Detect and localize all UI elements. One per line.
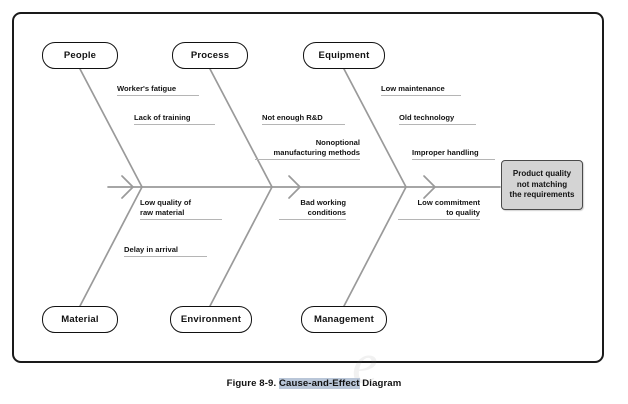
category-box-material[interactable]: Material (42, 306, 118, 333)
cause-low-commitment-to-quality[interactable]: Low commitment to quality (398, 198, 480, 220)
category-label-management: Management (313, 314, 375, 325)
category-box-management[interactable]: Management (301, 306, 387, 333)
caption-highlighted-text: Cause-and-Effect (279, 378, 360, 389)
cause-nonoptional-methods[interactable]: Nonoptional manufacturing methods (255, 138, 360, 160)
cause-old-technology[interactable]: Old technology (399, 113, 476, 125)
category-label-material: Material (61, 314, 99, 325)
effect-line-2: not matching (516, 179, 568, 189)
category-box-people[interactable]: People (42, 42, 118, 69)
category-label-process: Process (190, 50, 230, 61)
cause-low-maintenance[interactable]: Low maintenance (381, 84, 461, 96)
category-box-equipment[interactable]: Equipment (303, 42, 385, 69)
cause-not-enough-rd[interactable]: Not enough R&D (262, 113, 345, 125)
category-box-process[interactable]: Process (172, 42, 248, 69)
category-box-environment[interactable]: Environment (170, 306, 252, 333)
caption-suffix: Diagram (359, 378, 402, 389)
caption-prefix: Figure 8-9. (226, 378, 280, 389)
cause-lack-of-training[interactable]: Lack of training (134, 113, 215, 125)
effect-box[interactable]: Product quality not matching the require… (501, 160, 583, 210)
cause-low-quality-raw-material[interactable]: Low quality of raw material (140, 198, 222, 220)
category-label-people: People (63, 50, 97, 61)
figure-caption: Figure 8-9. Cause-and-Effect Diagram (0, 378, 628, 389)
effect-line-1: Product quality (512, 169, 572, 179)
effect-line-3: the requirements (509, 190, 575, 200)
cause-workers-fatigue[interactable]: Worker's fatigue (117, 84, 199, 96)
cause-delay-in-arrival[interactable]: Delay in arrival (124, 245, 207, 257)
cause-bad-working-conditions[interactable]: Bad working conditions (279, 198, 346, 220)
category-label-environment: Environment (180, 314, 242, 325)
cause-improper-handling[interactable]: Improper handling (412, 148, 495, 160)
category-label-equipment: Equipment (318, 50, 370, 61)
